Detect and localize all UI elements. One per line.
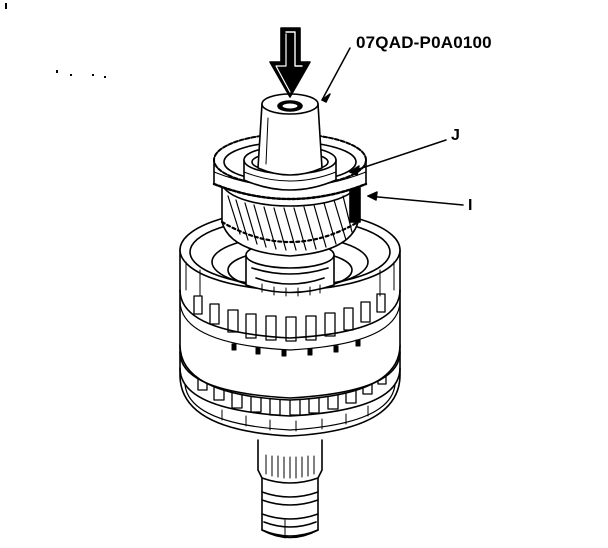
i-leader bbox=[367, 195, 464, 206]
tool-part-number-label: 07QAD-P0A0100 bbox=[356, 33, 492, 52]
callout-i-label: I bbox=[468, 197, 473, 214]
output-shaft bbox=[257, 439, 323, 539]
special-tool-driver bbox=[257, 93, 323, 176]
j-leader bbox=[349, 139, 447, 173]
leader-lines bbox=[321, 47, 464, 206]
tool-leader bbox=[321, 47, 351, 101]
down-arrow-icon bbox=[269, 27, 311, 98]
callout-j-label: J bbox=[451, 127, 460, 144]
scan-specks bbox=[5, 3, 106, 78]
